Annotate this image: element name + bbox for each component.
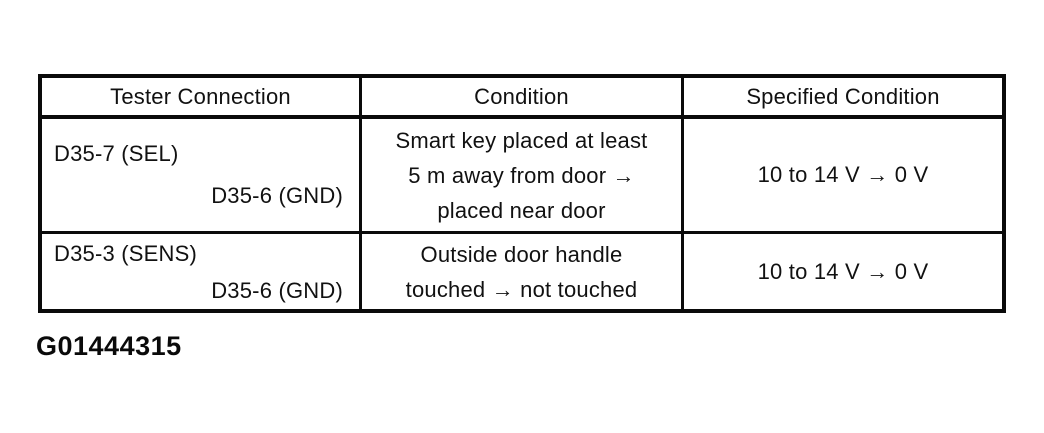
table-row1-condition-cell: Smart key placed at least 5 m away from … bbox=[362, 119, 684, 234]
figure-code: G01444315 bbox=[36, 331, 182, 361]
row1-tester-ground-pin: D35-6 (GND) bbox=[211, 183, 343, 208]
row2-condition-line2: touched → not touched bbox=[405, 276, 638, 302]
row1-tester-signal-pin: D35-7 (SEL) bbox=[54, 141, 179, 166]
row1-specified-condition-value: 10 to 14 V → 0 V bbox=[757, 162, 929, 187]
tester-connection-table: Tester Connection Condition Specified Co… bbox=[38, 74, 1006, 313]
table-row2-condition-cell: Outside door handle touched → not touche… bbox=[362, 234, 684, 309]
row2-specified-condition-value: 10 to 14 V → 0 V bbox=[757, 258, 929, 284]
table-row1-tester-connection-cell: D35-7 (SEL) D35-6 (GND) bbox=[42, 119, 362, 234]
row1-condition-line1: Smart key placed at least bbox=[395, 127, 648, 153]
table-row2-specified-condition-cell: 10 to 14 V → 0 V bbox=[684, 234, 1002, 309]
table-row2-tester-connection-cell: D35-3 (SENS) D35-6 (GND) bbox=[42, 234, 362, 309]
row2-condition-line1: Outside door handle bbox=[420, 241, 623, 267]
column-header-specified-condition: Specified Condition bbox=[684, 78, 1002, 119]
row2-tester-signal-pin: D35-3 (SENS) bbox=[54, 240, 197, 266]
column-header-condition: Condition bbox=[362, 78, 684, 119]
column-header-tester-connection: Tester Connection bbox=[42, 78, 362, 119]
row2-tester-ground-pin: D35-6 (GND) bbox=[211, 277, 343, 303]
row1-condition-line3: placed near door bbox=[437, 197, 606, 223]
table-row1-specified-condition-cell: 10 to 14 V → 0 V bbox=[684, 119, 1002, 234]
row1-condition-line2: 5 m away from door → bbox=[408, 162, 635, 188]
